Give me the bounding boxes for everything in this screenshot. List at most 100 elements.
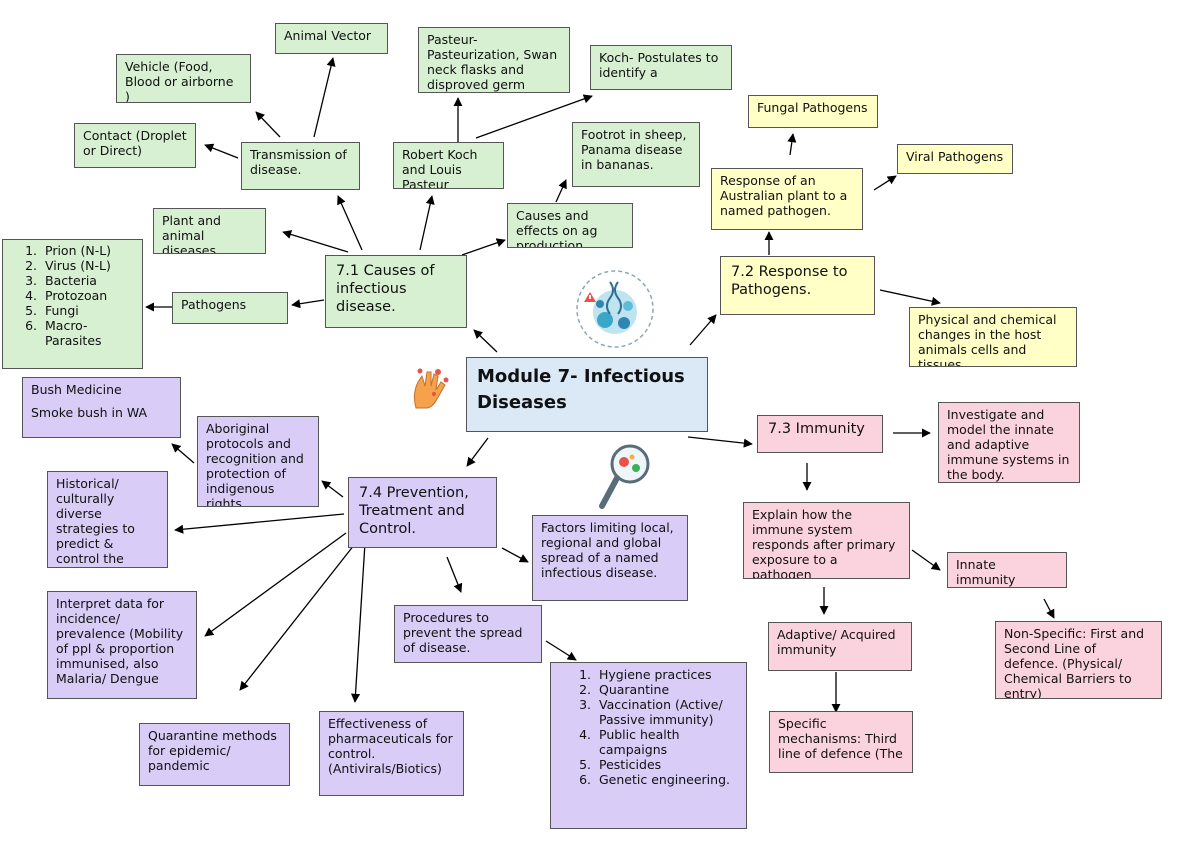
arrow-to-aboriginal xyxy=(321,480,344,498)
arrow-to-footrot xyxy=(555,179,567,203)
list-item: Quarantine xyxy=(595,682,742,697)
pasteur-box: Pasteur- Pasteurization, Swan neck flask… xyxy=(418,27,570,93)
arrow-to-physical-chemical xyxy=(879,289,941,306)
section-72-heading: 7.2 Response to Pathogens. xyxy=(731,264,848,298)
arrow-center-to-74 xyxy=(466,437,489,467)
interpret-box: Interpret data for incidence/ prevalence… xyxy=(47,591,197,699)
arrow-center-to-71 xyxy=(473,329,498,353)
arrow-to-koch-postulates xyxy=(475,94,593,139)
koch-pasteur-box: Robert Koch and Louis Pasteur xyxy=(393,142,504,189)
fungal-box: Fungal Pathogens xyxy=(748,95,878,128)
contact-label: Contact (Droplet or Direct) xyxy=(83,128,187,158)
historical-box: Historical/ culturally diverse strategie… xyxy=(47,471,168,568)
pathogen-list: Prion (N-L) Virus (N-L) Bacteria Protozo… xyxy=(7,243,138,348)
animal-vector-box: Animal Vector xyxy=(275,23,388,54)
aboriginal-box: Aboriginal protocols and recognition and… xyxy=(197,416,319,507)
arrow-to-non-specific xyxy=(1043,598,1055,619)
specific-box: Specific mechanisms: Third line of defen… xyxy=(769,711,913,773)
vehicle-box: Vehicle (Food, Blood or airborne ) xyxy=(116,54,251,103)
list-item: Macro-Parasites xyxy=(41,318,138,348)
transmission-label: Transmission of disease. xyxy=(250,147,347,177)
arrow-to-quarantine xyxy=(239,539,359,691)
innate-box: Innate immunity xyxy=(947,552,1067,588)
viral-label: Viral Pathogens xyxy=(906,149,1004,164)
plant-animal-box: Plant and animal diseases xyxy=(153,208,266,254)
arrow-to-innate xyxy=(911,549,941,571)
list-item: Prion (N-L) xyxy=(41,243,138,258)
arrow-to-animal-vector xyxy=(313,57,336,138)
arrow-to-transmission xyxy=(337,195,363,251)
section-72-box: 7.2 Response to Pathogens. xyxy=(720,256,875,315)
list-item: Pesticides xyxy=(595,757,742,772)
hands-germs-icon xyxy=(413,368,449,409)
physical-chemical-label: Physical and chemical changes in the hos… xyxy=(918,312,1057,367)
section-74-box: 7.4 Prevention, Treatment and Control. xyxy=(348,477,497,548)
section-74-heading: 7.4 Prevention, Treatment and Control. xyxy=(359,485,469,537)
explain-label: Explain how the immune system responds a… xyxy=(752,507,896,579)
plant-response-box: Response of an Australian plant to a nam… xyxy=(711,168,863,230)
adaptive-box: Adaptive/ Acquired immunity xyxy=(768,622,912,671)
non-specific-label: Non-Specific: First and Second Line of d… xyxy=(1004,626,1145,699)
arrow-to-koch-pasteur xyxy=(419,195,435,251)
arrow-to-procedure-list xyxy=(545,640,577,661)
magnifier-germ-icon xyxy=(599,444,650,509)
arrow-to-historical xyxy=(174,513,345,534)
virus-cluster-icon xyxy=(576,270,654,348)
specific-label: Specific mechanisms: Third line of defen… xyxy=(778,716,903,761)
arrow-to-fungal xyxy=(787,133,797,156)
bush-medicine-label: Bush Medicine xyxy=(31,382,122,397)
section-73-box: 7.3 Immunity xyxy=(757,415,883,453)
smoke-bush-label: Smoke bush in WA xyxy=(31,405,148,420)
arrow-to-interpret xyxy=(204,532,347,637)
arrow-to-causes-effects xyxy=(461,238,506,256)
causes-effects-box: Causes and effects on ag production xyxy=(507,203,633,248)
physical-chemical-box: Physical and chemical changes in the hos… xyxy=(909,307,1077,367)
pharma-label: Effectiveness of pharmaceuticals for con… xyxy=(328,716,453,776)
pathogens-label: Pathogens xyxy=(181,297,247,312)
quarantine-label: Quarantine methods for epidemic/ pandemi… xyxy=(148,728,277,773)
plant-response-label: Response of an Australian plant to a nam… xyxy=(720,173,848,218)
aboriginal-label: Aboriginal protocols and recognition and… xyxy=(206,421,304,507)
innate-label: Innate immunity xyxy=(956,557,1016,587)
list-item: Bacteria xyxy=(41,273,138,288)
adaptive-label: Adaptive/ Acquired immunity xyxy=(777,627,896,657)
section-73-heading: 7.3 Immunity xyxy=(768,421,865,437)
list-item: Protozoan xyxy=(41,288,138,303)
causes-effects-label: Causes and effects on ag production xyxy=(516,208,598,248)
module-title-box: Module 7- Infectious Diseases xyxy=(466,357,708,432)
plant-animal-label: Plant and animal diseases xyxy=(162,213,221,254)
list-item: Fungi xyxy=(41,303,138,318)
interpret-label: Interpret data for incidence/ prevalence… xyxy=(56,596,184,686)
footrot-label: Footrot in sheep, Panama disease in bana… xyxy=(581,127,687,172)
arrow-to-contact xyxy=(204,143,239,159)
viral-box: Viral Pathogens xyxy=(897,144,1013,174)
non-specific-box: Non-Specific: First and Second Line of d… xyxy=(995,621,1162,699)
transmission-box: Transmission of disease. xyxy=(241,142,360,190)
list-item: Hygiene practices xyxy=(595,667,742,682)
arrow-center-to-73 xyxy=(687,436,753,448)
factors-box: Factors limiting local, regional and glo… xyxy=(532,515,688,601)
procedures-label: Procedures to prevent the spread of dise… xyxy=(403,610,523,655)
investigate-box: Investigate and model the innate and ada… xyxy=(938,402,1080,483)
pathogen-list-box: Prion (N-L) Virus (N-L) Bacteria Protozo… xyxy=(2,239,143,369)
contact-box: Contact (Droplet or Direct) xyxy=(74,123,196,168)
investigate-label: Investigate and model the innate and ada… xyxy=(947,407,1070,482)
bush-medicine-box: Bush Medicine Smoke bush in WA xyxy=(22,377,181,438)
factors-label: Factors limiting local, regional and glo… xyxy=(541,520,674,580)
pasteur-label: Pasteur- Pasteurization, Swan neck flask… xyxy=(427,32,558,92)
list-item: Public health campaigns xyxy=(595,727,742,757)
section-71-heading: 7.1 Causes of infectious disease. xyxy=(336,263,435,315)
procedure-list-box: Hygiene practices Quarantine Vaccination… xyxy=(550,662,747,829)
pharma-box: Effectiveness of pharmaceuticals for con… xyxy=(319,711,464,796)
koch-pasteur-label: Robert Koch and Louis Pasteur xyxy=(402,147,478,189)
koch-postulates-box: Koch- Postulates to identify a xyxy=(590,45,732,90)
arrow-center-to-72 xyxy=(689,314,717,346)
pathogens-box: Pathogens xyxy=(172,292,288,324)
arrow-to-plant-animal xyxy=(282,230,349,253)
list-item: Virus (N-L) xyxy=(41,258,138,273)
animal-vector-label: Animal Vector xyxy=(284,28,372,43)
arrow-to-vehicle xyxy=(255,111,281,138)
historical-label: Historical/ culturally diverse strategie… xyxy=(56,476,135,566)
quarantine-box: Quarantine methods for epidemic/ pandemi… xyxy=(139,723,290,786)
arrow-to-pathogens xyxy=(291,299,325,309)
